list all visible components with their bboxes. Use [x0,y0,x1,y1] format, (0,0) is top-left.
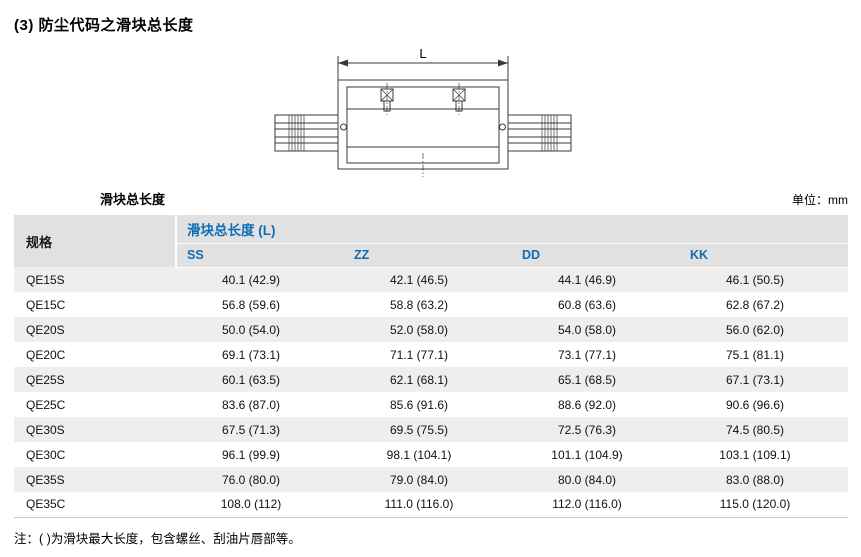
value-cell: 67.1 (73.1) [725,372,785,387]
spec-cell: QE20C [26,347,66,362]
value-cell: 75.1 (81.1) [725,347,785,362]
section-label: 滑块总长度 [100,192,166,207]
value-cell: 56.8 (59.6) [221,297,281,312]
value-cell: 96.1 (99.9) [221,447,281,462]
value-cell: 108.0 (112) [220,497,282,512]
value-cell: 42.1 (46.5) [389,272,449,287]
table-row: QE25S 60.1 (63.5) 62.1 (68.1) 65.1 (68.5) 67… [14,367,848,392]
column-header-kk: KK [680,243,848,268]
table-row: QE20C 69.1 (73.1) 71.1 (77.1) 73.1 (77.1) 75… [14,342,848,367]
value-cell: 103.1 (109.1) [719,447,791,462]
value-cell: 115.0 (120.0) [719,497,791,512]
page-title: (3) 防尘代码之滑块总长度 [14,17,194,34]
value-cell: 111.0 (116.0) [384,497,454,512]
value-cell: 56.0 (62.0) [725,322,785,337]
block-length-diagram: L [14,47,848,181]
value-cell: 67.5 (71.3) [221,422,281,437]
dimension-label: L [419,47,426,61]
spec-cell: QE35S [26,472,65,487]
spec-column-header: 规格 [14,215,177,267]
table-row: QE35C 108.0 (112) 111.0 (116.0) 112.0 (116.… [14,492,848,517]
value-cell: 60.8 (63.6) [557,297,617,312]
diagram-svg: L [274,47,572,177]
value-cell: 71.1 (77.1) [389,347,449,362]
spec-cell: QE15C [26,297,66,312]
value-cell: 69.5 (75.5) [389,422,449,437]
table-row: QE30C 96.1 (99.9) 98.1 (104.1) 101.1 (104.9… [14,442,848,467]
value-cell: 80.0 (84.0) [557,472,617,487]
value-cell: 44.1 (46.9) [557,272,617,287]
table-caption-row: 滑块总长度 单位：mm [14,189,848,208]
value-cell: 62.8 (67.2) [725,297,785,312]
value-cell: 72.5 (76.3) [557,422,617,437]
table-row: QE15C 56.8 (59.6) 58.8 (63.2) 60.8 (63.6) 62… [14,292,848,317]
table-row: QE25C 83.6 (87.0) 85.6 (91.6) 88.6 (92.0) 90… [14,392,848,417]
column-header-ss: SS [176,243,344,268]
value-cell: 46.1 (50.5) [725,272,785,287]
value-cell: 69.1 (73.1) [221,347,281,362]
value-cell: 112.0 (116.0) [552,497,622,512]
value-cell: 79.0 (84.0) [389,472,449,487]
spec-cell: QE20S [26,322,65,337]
group-header-row: 规格 滑块总长度 (L) [14,215,848,267]
value-cell: 40.1 (42.9) [221,272,281,287]
spec-cell: QE25C [26,397,66,412]
value-cell: 90.6 (96.6) [725,397,785,412]
table-row: QE15S 40.1 (42.9) 42.1 (46.5) 44.1 (46.9) 46… [14,267,848,292]
column-header-zz: ZZ [344,243,512,268]
value-cell: 98.1 (104.1) [386,447,452,462]
unit-label: 单位：mm [792,193,848,207]
value-cell: 83.6 (87.0) [221,397,281,412]
table-row: QE20S 50.0 (54.0) 52.0 (58.0) 54.0 (58.0) 56… [14,317,848,342]
spec-cell: QE35C [26,497,66,512]
value-cell: 54.0 (58.0) [557,322,617,337]
value-cell: 62.1 (68.1) [389,372,449,387]
table-body: QE15S 40.1 (42.9) 42.1 (46.5) 44.1 (46.9) 46… [14,267,848,517]
spec-cell: QE30C [26,447,66,462]
value-cell: 74.5 (80.5) [725,422,785,437]
column-header-dd: DD [512,243,680,268]
value-cell: 52.0 (58.0) [389,322,449,337]
spec-cell: QE15S [26,272,65,287]
value-cell: 83.0 (88.0) [725,472,785,487]
footnote: 注：( )为滑块最大长度，包含螺丝、刮油片唇部等。 [14,531,301,546]
value-cell: 85.6 (91.6) [389,397,449,412]
spec-cell: QE25S [26,372,65,387]
table-row: QE30S 67.5 (71.3) 69.5 (75.5) 72.5 (76.3) 74… [14,417,848,442]
value-cell: 88.6 (92.0) [557,397,617,412]
table-row: QE35S 76.0 (80.0) 79.0 (84.0) 80.0 (84.0) 83… [14,467,848,492]
value-cell: 60.1 (63.5) [221,372,281,387]
group-header: 滑块总长度 (L) [176,215,848,244]
value-cell: 73.1 (77.1) [557,347,617,362]
value-cell: 50.0 (54.0) [221,322,281,337]
value-cell: 76.0 (80.0) [221,472,281,487]
spec-cell: QE30S [26,422,65,437]
value-cell: 101.1 (104.9) [551,447,623,462]
value-cell: 58.8 (63.2) [389,297,449,312]
value-cell: 65.1 (68.5) [557,372,617,387]
